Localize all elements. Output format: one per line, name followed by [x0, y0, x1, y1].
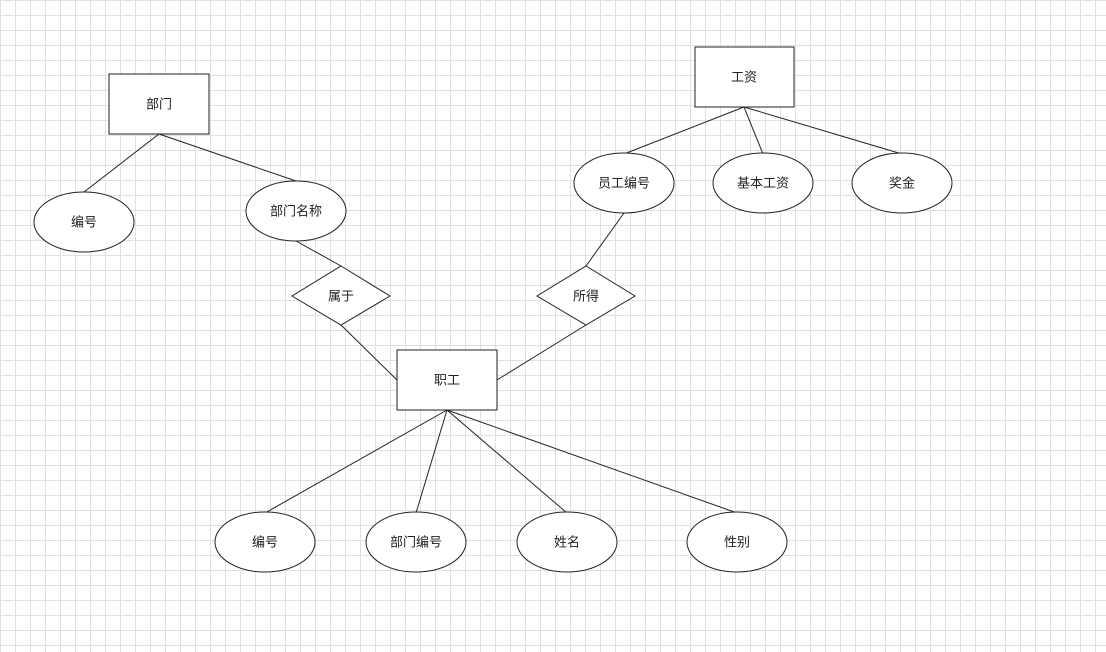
attribute-emp-id-label: 编号	[252, 536, 278, 551]
attribute-emp-name-label: 姓名	[554, 535, 580, 551]
attribute-emp-name-ellipse	[516, 511, 618, 573]
edge-employee-id	[264, 409, 448, 514]
attribute-emp-gender-ellipse	[686, 511, 788, 573]
attribute-dept-id-label: 编号	[71, 216, 97, 231]
entity-dept[interactable]: 部门	[108, 73, 210, 135]
attribute-salary-bonus[interactable]: 奖金	[851, 152, 953, 214]
edge-employee-gender	[446, 409, 738, 514]
relationship-earns-label: 所得	[573, 289, 599, 305]
edge-belongs-employee	[340, 324, 398, 381]
relationship-earns[interactable]: 所得	[536, 265, 636, 326]
edge-empid-earns	[585, 212, 625, 267]
attribute-dept-id[interactable]: 编号	[33, 191, 135, 253]
attribute-dept-name-label: 部门名称	[270, 204, 322, 220]
attribute-salary-base-ellipse	[712, 152, 814, 214]
attribute-salary-bonus-label: 奖金	[889, 176, 915, 192]
entity-salary[interactable]: 工资	[694, 46, 795, 108]
attribute-emp-id[interactable]: 编号	[214, 511, 316, 573]
edge-employee-name	[446, 409, 568, 514]
edge-dept-id	[83, 133, 160, 193]
connectors	[83, 106, 903, 514]
attribute-emp-dept-id-ellipse	[365, 511, 467, 573]
attribute-salary-emp-id[interactable]: 员工编号	[573, 152, 675, 214]
attribute-salary-base[interactable]: 基本工资	[712, 152, 814, 214]
edge-salary-bonus	[743, 106, 903, 155]
edge-employee-deptid	[415, 409, 448, 514]
attribute-dept-name-ellipse	[245, 180, 347, 242]
attribute-salary-base-label: 基本工资	[737, 177, 789, 192]
entity-employee[interactable]: 职工	[396, 349, 498, 411]
edge-earns-employee	[496, 324, 587, 381]
edge-salary-empid	[623, 106, 745, 155]
edge-dept-name	[158, 133, 297, 182]
relationship-earns-diamond	[536, 265, 636, 326]
attribute-salary-emp-id-ellipse	[573, 152, 675, 214]
attribute-emp-gender-label: 性别	[724, 536, 750, 551]
relationship-belongs-diamond	[291, 265, 391, 326]
attribute-salary-emp-id-label: 员工编号	[598, 177, 650, 192]
entity-salary-box	[694, 46, 795, 108]
attribute-dept-id-ellipse	[33, 191, 135, 253]
relationship-belongs-label: 属于	[328, 290, 354, 305]
edge-deptname-belongs	[295, 240, 342, 267]
entity-employee-label: 职工	[434, 374, 460, 389]
attribute-salary-bonus-ellipse	[851, 152, 953, 214]
attribute-emp-gender[interactable]: 性别	[686, 511, 788, 573]
entity-salary-label: 工资	[731, 71, 757, 86]
attribute-emp-dept-id-label: 部门编号	[390, 536, 442, 551]
attribute-emp-name[interactable]: 姓名	[516, 511, 618, 573]
relationship-belongs[interactable]: 属于	[291, 265, 391, 326]
entity-dept-box	[108, 73, 210, 135]
attribute-emp-dept-id[interactable]: 部门编号	[365, 511, 467, 573]
entity-dept-label: 部门	[146, 98, 172, 113]
entity-employee-box	[396, 349, 498, 411]
attribute-emp-id-ellipse	[214, 511, 316, 573]
attribute-dept-name[interactable]: 部门名称	[245, 180, 347, 242]
edge-salary-base	[743, 106, 764, 155]
